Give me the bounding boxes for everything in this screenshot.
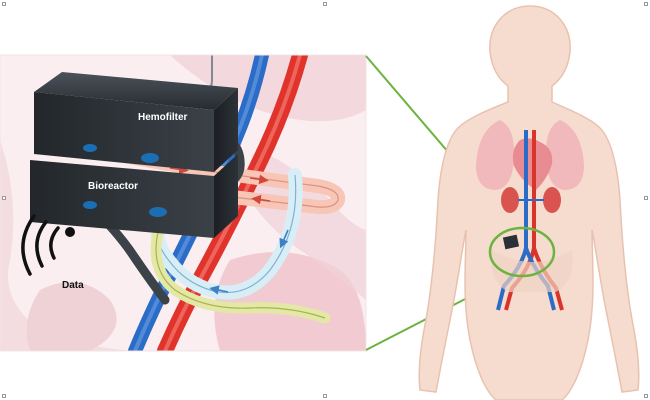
corner-mark (2, 196, 6, 200)
flow-arrow (209, 285, 229, 295)
inset-frame (0, 54, 367, 352)
corner-mark (323, 2, 327, 6)
implant-device (30, 72, 238, 238)
bioreactor-front-face (30, 160, 214, 238)
left-lung (476, 120, 515, 190)
bladder-shape (214, 252, 366, 351)
flow-arrow (249, 174, 269, 185)
device-closeup: Hemofilter Bioreactor Data (0, 55, 366, 351)
hemofilter-label: Hemofilter (138, 112, 188, 123)
port (83, 201, 97, 209)
corner-mark (2, 394, 6, 398)
flow-arrow (251, 194, 271, 205)
flow-arrow (279, 229, 289, 249)
port (149, 207, 167, 217)
implant-highlight-circle (488, 226, 556, 278)
corner-mark (644, 196, 648, 200)
hemofilter-side-face (214, 88, 238, 172)
flow-arrow (169, 164, 189, 175)
tissue-fold (26, 282, 117, 351)
data-label: Data (62, 280, 84, 291)
tissue-fold (0, 140, 150, 351)
corner-mark (323, 394, 327, 398)
corner-mark (2, 2, 6, 6)
hemofilter-top-face (34, 72, 238, 110)
bioreactor-label: Bioreactor (88, 181, 138, 192)
sensor-node (65, 227, 75, 237)
tissue-fold (170, 55, 366, 122)
right-kidney (543, 187, 561, 213)
port (141, 153, 159, 163)
body-outline (418, 5, 640, 400)
hemofilter-front-face (34, 92, 214, 172)
left-kidney (501, 187, 519, 213)
implant-device-small (502, 234, 520, 250)
corner-mark (644, 394, 648, 398)
wireless-signal-icon (21, 214, 60, 276)
port (83, 144, 97, 152)
urine-tube-edge (155, 231, 326, 319)
body-silhouette (418, 5, 640, 400)
corner-mark (644, 2, 648, 6)
bioreactor-side-face (214, 154, 238, 238)
right-lung (545, 120, 584, 190)
